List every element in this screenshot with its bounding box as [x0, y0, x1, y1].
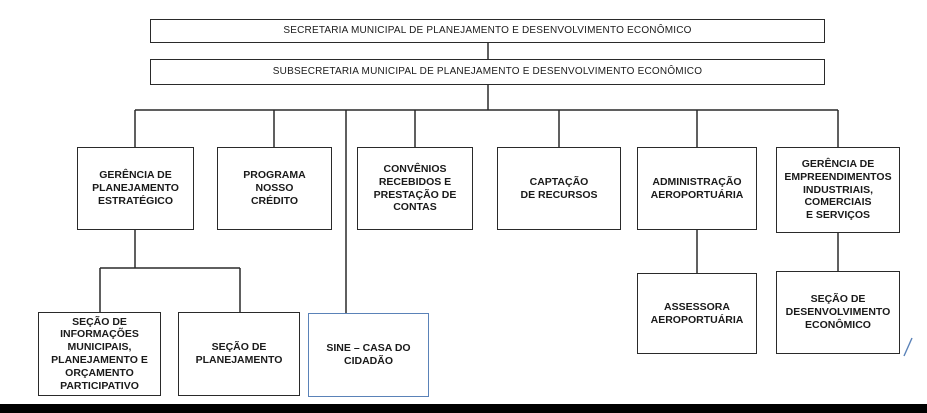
sine-label: SINE – CASA DO CIDADÃO	[326, 342, 411, 367]
pen-mark	[903, 337, 913, 357]
captacao-label: CAPTAÇÃO DE RECURSOS	[520, 175, 598, 201]
gerencia-empreendimentos-label: GERÊNCIA DE EMPREENDIMENTOS INDUSTRIAIS,…	[784, 158, 892, 222]
secao-informacoes-label: SEÇÃO DE INFORMAÇÕES MUNICIPAIS, PLANEJA…	[51, 315, 148, 392]
sine-box: SINE – CASA DO CIDADÃO	[308, 313, 429, 397]
convenios-box: CONVÊNIOS RECEBIDOS E PRESTAÇÃO DE CONTA…	[357, 147, 473, 230]
secretaria-box: SECRETARIA MUNICIPAL DE PLANEJAMENTO E D…	[150, 19, 825, 43]
secretaria-label: SECRETARIA MUNICIPAL DE PLANEJAMENTO E D…	[283, 24, 692, 36]
programa-nosso-credito-box: PROGRAMA NOSSO CRÉDITO	[217, 147, 332, 230]
gerencia-empreendimentos-box: GERÊNCIA DE EMPREENDIMENTOS INDUSTRIAIS,…	[776, 147, 900, 233]
convenios-label: CONVÊNIOS RECEBIDOS E PRESTAÇÃO DE CONTA…	[373, 162, 457, 214]
secao-planejamento-label: SEÇÃO DE PLANEJAMENTO	[195, 341, 283, 366]
captacao-box: CAPTAÇÃO DE RECURSOS	[497, 147, 621, 230]
assessora-aeroportuaria-box: ASSESSORA AEROPORTUÁRIA	[637, 273, 757, 354]
subsecretaria-label: SUBSECRETARIA MUNICIPAL DE PLANEJAMENTO …	[272, 65, 703, 77]
secao-desenvolvimento-box: SEÇÃO DE DESENVOLVIMENTO ECONÔMICO	[776, 271, 900, 354]
bottom-border-bar	[0, 404, 927, 413]
gerencia-planejamento-label: GERÊNCIA DE PLANEJAMENTO ESTRATÉGICO	[92, 169, 179, 207]
secao-informacoes-box: SEÇÃO DE INFORMAÇÕES MUNICIPAIS, PLANEJA…	[38, 312, 161, 396]
gerencia-planejamento-box: GERÊNCIA DE PLANEJAMENTO ESTRATÉGICO	[77, 147, 194, 230]
administracao-aeroportuaria-box: ADMINISTRAÇÃO AEROPORTUÁRIA	[637, 147, 757, 230]
assessora-aeroportuaria-label: ASSESSORA AEROPORTUÁRIA	[650, 300, 744, 326]
secao-planejamento-box: SEÇÃO DE PLANEJAMENTO	[178, 312, 300, 396]
administracao-aeroportuaria-label: ADMINISTRAÇÃO AEROPORTUÁRIA	[650, 175, 744, 201]
subsecretaria-box: SUBSECRETARIA MUNICIPAL DE PLANEJAMENTO …	[150, 59, 825, 85]
programa-nosso-credito-label: PROGRAMA NOSSO CRÉDITO	[243, 169, 306, 207]
secao-desenvolvimento-label: SEÇÃO DE DESENVOLVIMENTO ECONÔMICO	[785, 293, 891, 331]
